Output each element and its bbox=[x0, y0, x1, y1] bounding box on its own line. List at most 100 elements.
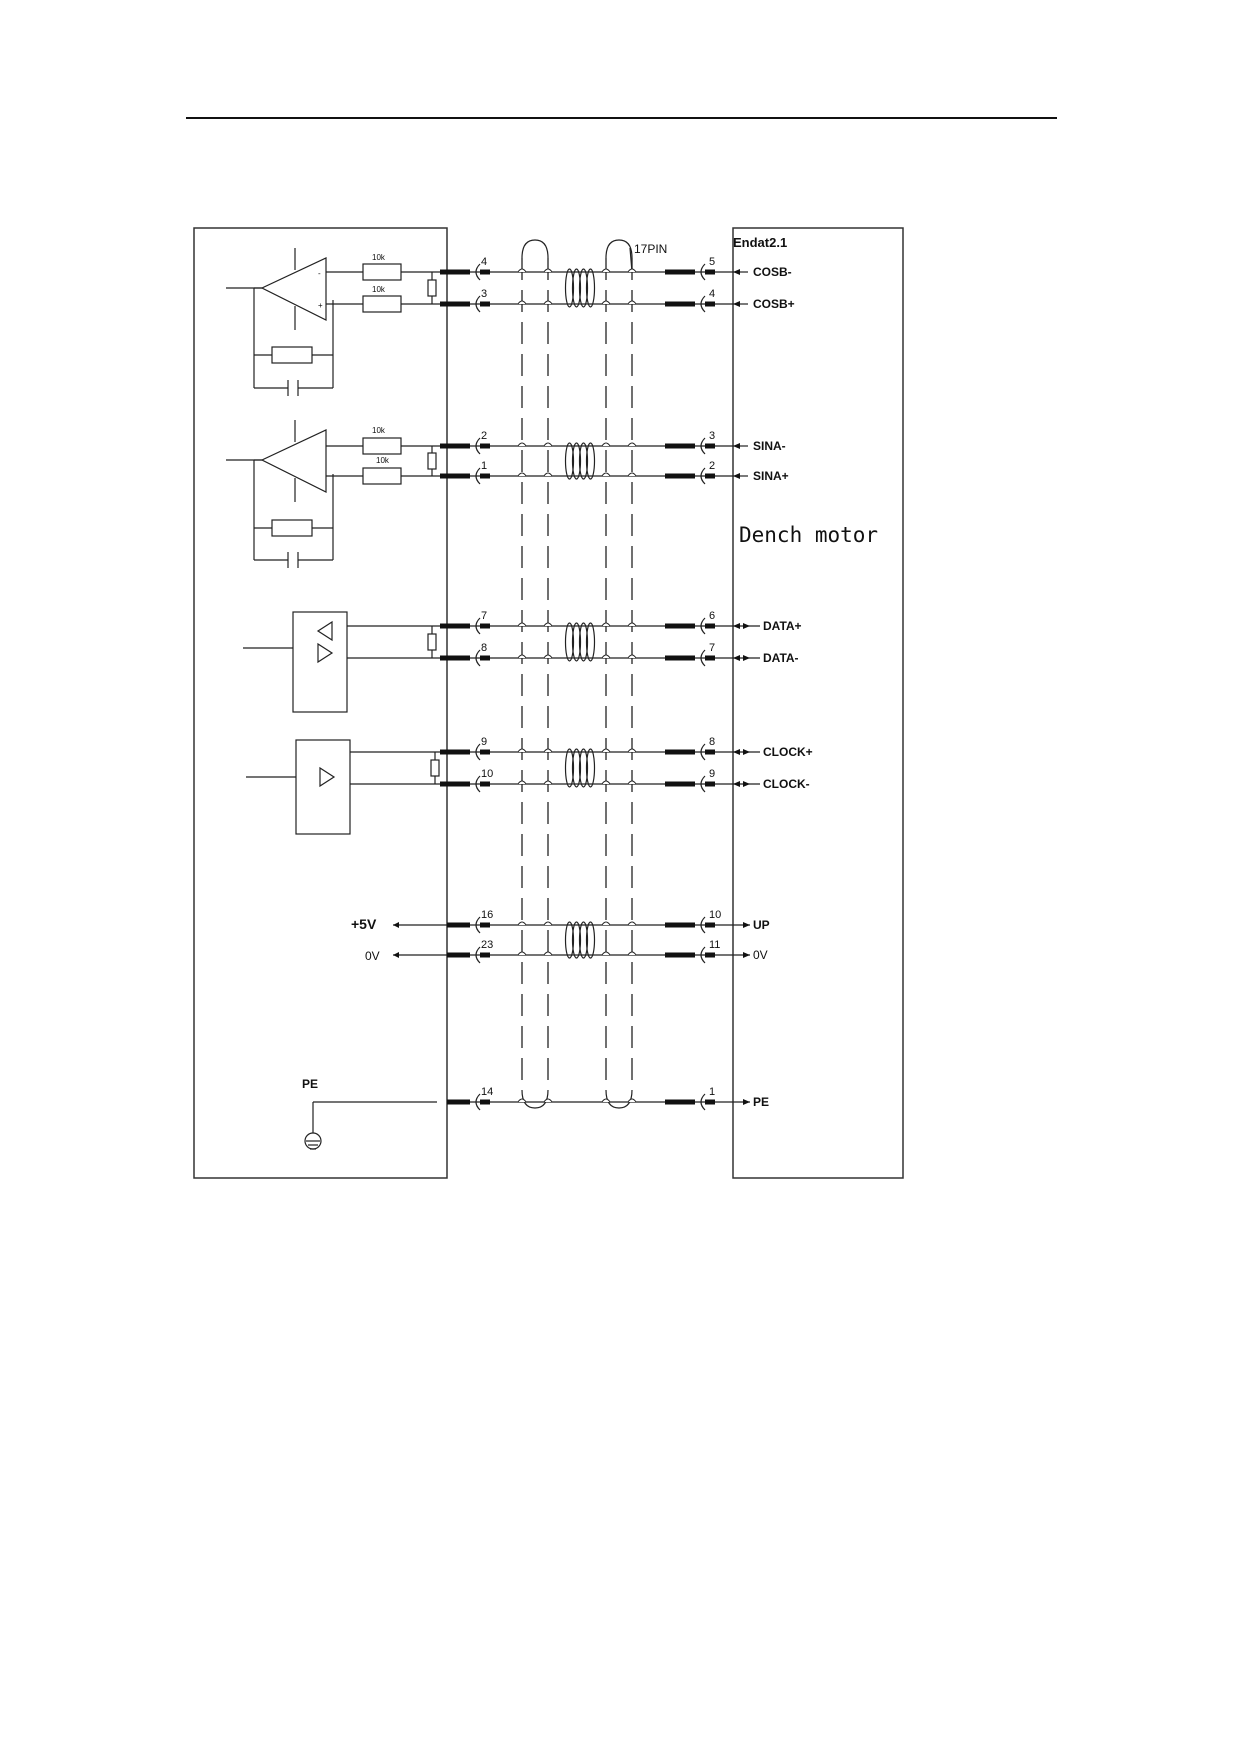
connector-socket bbox=[700, 437, 706, 455]
arrow-icon bbox=[733, 781, 740, 787]
twisted-pair-coil bbox=[571, 748, 582, 788]
twisted-pair-coil bbox=[578, 622, 589, 662]
connector-socket bbox=[700, 946, 706, 964]
connector-socket bbox=[700, 467, 706, 485]
drive-pin-number: 2 bbox=[481, 430, 487, 442]
twisted-pair-coil bbox=[578, 748, 589, 788]
arrow-icon bbox=[743, 922, 750, 928]
wire-crossing bbox=[543, 622, 553, 627]
arrow-icon bbox=[743, 623, 750, 629]
wire-crossing bbox=[601, 921, 611, 926]
wire-crossing bbox=[543, 268, 553, 273]
drive-pin-number: 3 bbox=[481, 288, 487, 300]
drive-pin-number: 1 bbox=[481, 460, 487, 472]
arrow-icon bbox=[743, 952, 750, 958]
wire-crossing bbox=[601, 300, 611, 305]
wire-crossing bbox=[517, 780, 527, 785]
wire-crossing bbox=[517, 921, 527, 926]
wire-crossing bbox=[543, 442, 553, 447]
connector-socket bbox=[475, 1093, 481, 1111]
connector-socket bbox=[475, 617, 481, 635]
wire-crossing bbox=[543, 748, 553, 753]
wire-crossing bbox=[543, 654, 553, 659]
wire-crossing bbox=[517, 300, 527, 305]
wire-crossing bbox=[601, 951, 611, 956]
wire-crossing bbox=[543, 1098, 553, 1103]
twisted-pair-coil bbox=[571, 921, 582, 959]
drive-pin-number: 23 bbox=[481, 939, 493, 951]
wire-crossing bbox=[517, 748, 527, 753]
motor-pin-number: 1 bbox=[709, 1086, 715, 1098]
wire-crossing bbox=[517, 622, 527, 627]
ground-icon bbox=[304, 1101, 437, 1150]
svg-text:+: + bbox=[318, 301, 323, 310]
connector-socket bbox=[475, 295, 481, 313]
drive-pin-number: 14 bbox=[481, 1086, 493, 1098]
wire-crossing bbox=[601, 1098, 611, 1103]
twisted-pair-coil bbox=[564, 268, 575, 308]
drive-pin-number: 8 bbox=[481, 642, 487, 654]
connector-socket bbox=[475, 467, 481, 485]
arrow-icon bbox=[743, 1099, 750, 1105]
motor-pin-number: 4 bbox=[709, 288, 715, 300]
sin-input-amplifier: 10k 10k bbox=[226, 420, 447, 568]
wire-crossing bbox=[627, 268, 637, 273]
wire-crossing bbox=[627, 1098, 637, 1103]
motor-signal-label: UP bbox=[753, 918, 770, 932]
connector-socket bbox=[700, 1093, 706, 1111]
wire-crossing bbox=[601, 442, 611, 447]
connector-socket bbox=[475, 775, 481, 793]
wire-crossing bbox=[543, 951, 553, 956]
arrow-icon bbox=[733, 443, 740, 449]
drive-pin-number: 7 bbox=[481, 610, 487, 622]
wire-crossing bbox=[601, 268, 611, 273]
connector-socket bbox=[700, 916, 706, 934]
motor-block bbox=[732, 227, 904, 1179]
twisted-pair-coil bbox=[585, 748, 596, 788]
wire-crossing bbox=[543, 300, 553, 305]
protocol-label: Endat2.1 bbox=[733, 235, 787, 250]
twisted-pair-coil bbox=[578, 442, 589, 480]
drive-pin-number: 16 bbox=[481, 909, 493, 921]
wire-crossing bbox=[517, 1098, 527, 1103]
arrow-icon bbox=[733, 269, 740, 275]
motor-pin-number: 3 bbox=[709, 430, 715, 442]
wire-crossing bbox=[517, 654, 527, 659]
wire-crossing bbox=[601, 748, 611, 753]
connector-socket bbox=[475, 946, 481, 964]
motor-signal-label: PE bbox=[753, 1095, 769, 1109]
drive-pin-number: 10 bbox=[481, 768, 493, 780]
wire-crossing bbox=[543, 780, 553, 785]
wire-crossing bbox=[601, 622, 611, 627]
drive-pin-number: 4 bbox=[481, 256, 487, 268]
cos-input-amplifier: - + 10k 10k bbox=[226, 248, 447, 396]
connector-socket bbox=[700, 263, 706, 281]
connector-socket bbox=[700, 775, 706, 793]
wire-crossing bbox=[517, 951, 527, 956]
wire-crossing bbox=[627, 780, 637, 785]
arrow-icon bbox=[733, 301, 740, 307]
motor-pin-number: 9 bbox=[709, 768, 715, 780]
resistor-label: 10k bbox=[376, 456, 390, 465]
twisted-pair-coil bbox=[585, 442, 596, 480]
arrow-icon bbox=[733, 473, 740, 479]
motor-signal-label: DATA+ bbox=[763, 619, 802, 633]
twisted-pair-coil bbox=[571, 442, 582, 480]
twisted-pair-coil bbox=[578, 268, 589, 308]
resistor-label: 10k bbox=[372, 285, 386, 294]
wire-crossing bbox=[517, 268, 527, 273]
wire-crossing bbox=[601, 780, 611, 785]
connector-socket bbox=[475, 437, 481, 455]
power-label-0v: 0V bbox=[365, 949, 380, 963]
drive-block bbox=[193, 227, 448, 1179]
motor-signal-label: CLOCK- bbox=[763, 777, 810, 791]
connector-socket bbox=[700, 295, 706, 313]
wire-crossing bbox=[517, 442, 527, 447]
connector-socket bbox=[475, 649, 481, 667]
arrow-icon bbox=[743, 781, 750, 787]
power-label-5v: +5V bbox=[351, 916, 377, 932]
wire-crossing bbox=[627, 300, 637, 305]
svg-text:-: - bbox=[318, 269, 321, 278]
wire-crossing bbox=[601, 654, 611, 659]
